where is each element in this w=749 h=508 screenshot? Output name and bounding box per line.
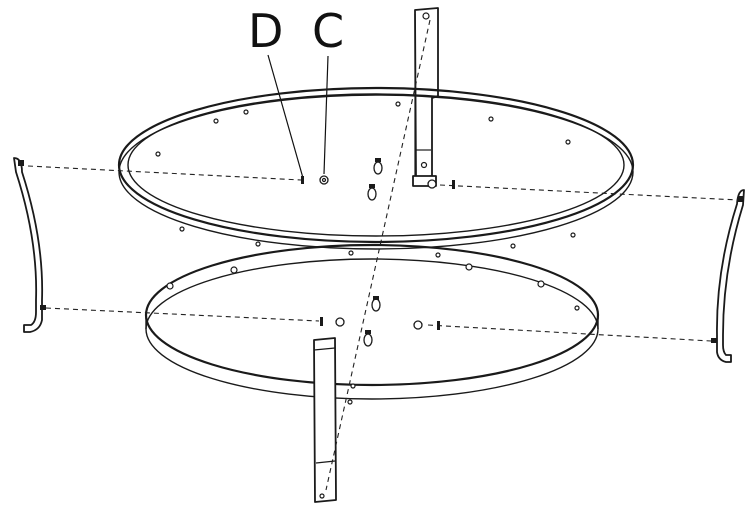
leg-front-bottom: [313, 337, 337, 503]
hardware-center-stack: [363, 158, 383, 347]
upper-ring: [117, 86, 635, 258]
hardware-lower-right: [413, 320, 440, 330]
leader-line-c: [323, 55, 329, 175]
lower-ring: [144, 243, 600, 405]
assembly-guides: [27, 19, 739, 491]
leg-right-side: [711, 189, 745, 363]
leg-back-top: [412, 7, 439, 187]
hardware-lower-left: [320, 317, 345, 327]
hardware-upper-left: [301, 175, 329, 185]
hardware-upper-right: [427, 179, 455, 189]
leg-left-side: [13, 157, 46, 333]
part-label-d: D: [248, 4, 283, 58]
part-label-c: C: [312, 4, 344, 58]
leader-line-d: [267, 54, 304, 179]
